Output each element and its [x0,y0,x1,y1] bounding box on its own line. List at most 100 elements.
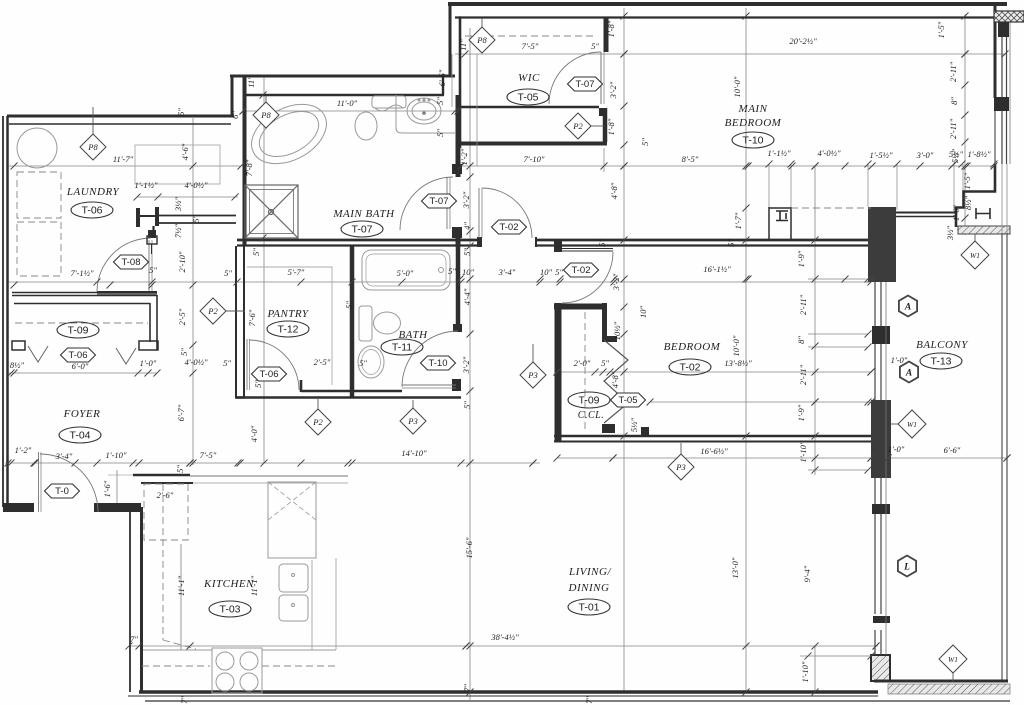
svg-text:5½": 5½" [949,149,964,159]
svg-text:3'-2": 3'-2" [461,191,471,209]
svg-text:A: A [904,303,911,313]
svg-text:T-08: T-08 [121,257,140,268]
svg-text:T-07: T-07 [429,196,448,207]
svg-text:BEDROOM: BEDROOM [725,117,782,129]
svg-text:16'-1½": 16'-1½" [703,264,731,274]
svg-text:3'-2": 3'-2" [461,356,471,374]
svg-text:1'-0": 1'-0" [891,355,908,365]
svg-text:W1: W1 [907,420,917,429]
svg-text:7½": 7½" [173,223,183,238]
svg-text:L: L [903,563,910,573]
svg-text:1'-8": 1'-8" [606,20,616,37]
svg-text:5": 5" [462,401,472,409]
svg-text:5": 5" [462,248,472,256]
svg-text:5": 5" [176,108,186,116]
svg-text:3½": 3½" [173,196,183,212]
svg-text:LIVING/: LIVING/ [568,566,611,578]
svg-text:5": 5" [344,301,354,309]
svg-text:2'-11": 2'-11" [948,61,958,82]
svg-text:7": 7" [462,684,472,692]
svg-text:3'-2": 3'-2" [608,81,618,99]
svg-text:T-02: T-02 [571,265,590,276]
svg-text:15'-6": 15'-6" [464,537,474,558]
svg-text:1'-1½": 1'-1½" [767,148,791,158]
svg-text:A: A [905,369,912,379]
svg-text:P8: P8 [476,35,487,45]
svg-text:P3: P3 [407,416,417,426]
svg-text:14'-10": 14'-10" [401,448,427,458]
svg-text:4'-4": 4'-4" [462,288,472,305]
svg-text:10'-0": 10'-0" [732,76,742,97]
svg-text:7'-5": 7'-5" [200,450,217,460]
svg-text:7": 7" [584,696,594,704]
svg-text:4'-0½": 4'-0½" [817,148,841,158]
svg-text:DINING: DINING [568,582,610,594]
svg-text:4'-0": 4'-0" [249,425,259,442]
svg-text:7'-5": 7'-5" [522,41,539,51]
svg-text:5": 5" [597,239,607,247]
svg-text:MAIN BATH: MAIN BATH [332,208,395,220]
svg-text:1'-1½": 1'-1½" [134,180,158,190]
svg-text:8½": 8½" [10,360,25,370]
svg-text:1'-2": 1'-2" [15,445,32,455]
svg-text:1'-0": 1'-0" [140,358,157,368]
svg-text:4'-8": 4'-8" [610,371,620,388]
svg-text:5½": 5½" [629,417,639,432]
svg-text:BALCONY: BALCONY [916,339,969,351]
svg-text:13'-0": 13'-0" [730,557,740,578]
svg-text:WIC: WIC [518,72,540,84]
svg-text:P2: P2 [572,121,583,131]
svg-text:LAUNDRY: LAUNDRY [66,186,121,198]
svg-text:6'-6": 6'-6" [944,445,961,455]
svg-text:2'-11": 2'-11" [798,364,808,385]
svg-text:T-10: T-10 [742,135,763,147]
svg-text:1'-5": 1'-5" [962,172,972,189]
svg-text:5": 5" [179,348,189,356]
svg-text:3'-0": 3'-0" [916,150,934,160]
svg-text:5": 5" [224,268,232,278]
svg-text:10": 10" [540,267,553,277]
svg-text:P3: P3 [527,370,537,380]
svg-text:1'-0": 1'-0" [952,204,961,220]
svg-text:1'-8½": 1'-8½" [967,149,991,159]
svg-text:10": 10" [462,267,475,277]
svg-text:3'-2": 3'-2" [611,273,621,291]
svg-text:1'-2": 1'-2" [459,148,469,165]
svg-text:C.CL.: C.CL. [578,410,604,421]
svg-text:7'-8": 7'-8" [244,159,254,176]
svg-text:5'-0": 5'-0" [397,268,414,278]
svg-text:5": 5" [359,359,367,368]
svg-text:T-07: T-07 [575,79,594,90]
svg-text:5": 5" [191,215,201,223]
svg-text:4'-0½": 4'-0½" [184,357,208,367]
svg-text:8": 8" [949,97,959,105]
svg-text:T-06: T-06 [81,205,102,217]
svg-text:1'-10": 1'-10" [798,441,808,462]
svg-text:5": 5" [591,41,599,51]
svg-text:6'-7": 6'-7" [176,404,186,421]
svg-text:11": 11" [458,39,468,51]
svg-text:5": 5" [601,358,609,368]
svg-text:1'-5": 1'-5" [936,21,946,38]
svg-text:2'-6": 2'-6" [157,490,174,500]
svg-text:1'-9": 1'-9" [796,250,806,267]
svg-text:5": 5" [435,97,445,105]
svg-text:T-09: T-09 [67,325,88,337]
svg-text:11": 11" [246,76,256,88]
svg-text:1'-7": 1'-7" [733,212,743,229]
svg-text:11'-0": 11'-0" [337,98,358,108]
svg-text:11'-1": 11'-1" [249,575,259,596]
svg-text:W1: W1 [948,655,958,664]
svg-text:5": 5" [175,465,185,473]
svg-text:T-02: T-02 [679,362,700,374]
svg-text:5": 5" [253,380,263,388]
svg-text:1'-10": 1'-10" [106,450,127,460]
svg-text:MAIN: MAIN [738,103,768,115]
svg-text:5": 5" [640,138,650,146]
svg-text:T-05: T-05 [618,395,637,406]
svg-text:T-09: T-09 [578,395,599,407]
svg-text:8'-5": 8'-5" [682,154,699,164]
svg-text:16'-6½": 16'-6½" [700,446,728,456]
svg-text:6'-6": 6'-6" [437,69,447,86]
svg-text:1'-8": 1'-8" [606,118,616,135]
